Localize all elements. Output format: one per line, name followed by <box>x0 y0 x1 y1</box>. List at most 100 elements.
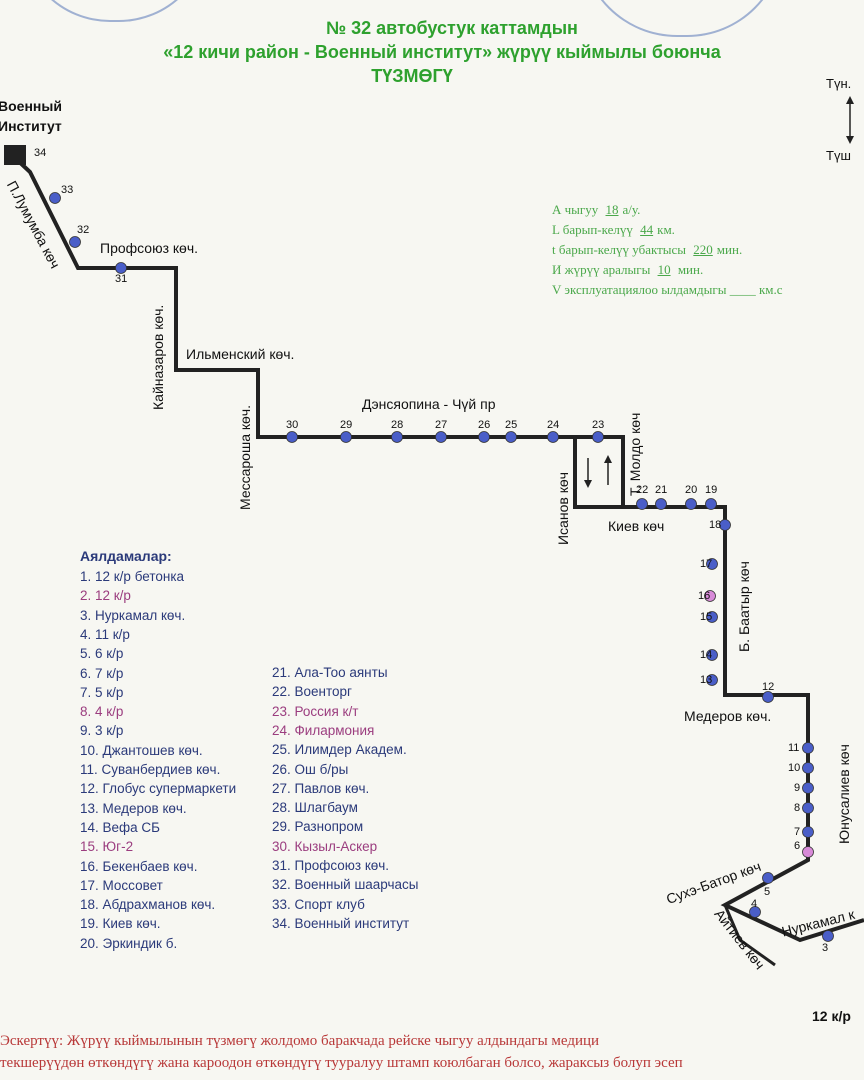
stop-number-label: 31 <box>115 273 128 285</box>
stop-marker <box>822 930 834 942</box>
param-t-label: t барып-келүү убактысы <box>552 242 687 257</box>
stop-number-label: 29 <box>340 419 353 431</box>
title-line-1: № 32 автобустук каттамдын <box>326 18 578 38</box>
stop-number-label: 5 <box>764 886 771 898</box>
param-a-label: А чыгуу <box>552 202 599 217</box>
notice-line-2: текшерүүдөн өткөндүгү жана кароодон өткө… <box>0 1055 683 1071</box>
stop-list-item: 23. Россия к/т <box>272 703 359 719</box>
stop-marker <box>505 431 517 443</box>
stop-list-item: 31. Профсоюз көч. <box>272 858 390 873</box>
stop-marker <box>706 649 718 661</box>
stop-marker <box>340 431 352 443</box>
terminus-square-icon <box>4 145 26 165</box>
stop-number-label: 3 <box>822 942 829 954</box>
stop-number-label: 20 <box>685 484 698 496</box>
stop-list-item: 17. Моссовет <box>80 877 163 893</box>
direction-arrow-down-icon <box>584 458 592 488</box>
stop-marker <box>802 782 814 794</box>
param-i-value: 10 <box>657 262 671 277</box>
stop-number-label: 11 <box>788 742 800 754</box>
stops-list-title: Аялдамалар: <box>80 548 172 564</box>
stop-list-item: 1. 12 к/р бетонка <box>80 569 185 584</box>
stop-marker <box>762 691 774 703</box>
stop-marker <box>802 762 814 774</box>
stop-marker <box>655 498 667 510</box>
stop-number-label: 9 <box>794 782 801 794</box>
param-a-value: 18 <box>605 202 619 217</box>
param-i-label: И жүрүү аралыгы <box>552 262 651 277</box>
stop-number-label: 8 <box>794 802 801 814</box>
stop-number-label: 27 <box>435 419 448 431</box>
stop-marker <box>115 262 127 274</box>
stop-list-item: 30. Кызыл-Аскер <box>272 838 378 854</box>
stop-number-label: 19 <box>705 484 718 496</box>
stop-list-item: 13. Медеров көч. <box>80 800 187 816</box>
stop-marker <box>478 431 490 443</box>
street-ilmen: Ильменский көч. <box>186 346 295 362</box>
stop-list-item: 15. Юг-2 <box>80 839 134 855</box>
stop-list-item: 4. 11 к/р <box>80 626 130 642</box>
stop-number-label: 10 <box>788 762 801 774</box>
stop-list-item: 20. Эркиндик б. <box>80 935 178 951</box>
stop-number-label: 14 <box>700 649 713 661</box>
stop-marker <box>391 431 403 443</box>
stop-list-item: 32. Военный шаарчасы <box>272 877 419 893</box>
stop-list-item: 2. 12 к/р <box>80 588 131 604</box>
stop-number-label: 12 <box>762 681 775 693</box>
stop-number-label: 24 <box>547 419 560 431</box>
stop-marker <box>749 906 761 918</box>
stop-number-label: 18 <box>709 519 722 531</box>
param-t-value: 220 <box>693 242 713 257</box>
stop-list-item: 16. Бекенбаев көч. <box>80 858 198 874</box>
stop-number-label: 17 <box>700 558 713 570</box>
terminus-label-2: Институт <box>0 118 62 134</box>
street-kiev: Киев көч <box>608 518 665 534</box>
stop-list-item: 14. Вефа СБ <box>80 819 161 835</box>
stop-list-item: 27. Павлов көч. <box>272 780 370 796</box>
stop-list-item: 6. 7 к/р <box>80 665 124 681</box>
route-branch-aitiev <box>723 904 776 967</box>
stop-marker <box>719 519 731 531</box>
stop-list-item: 18. Абдрахманов көч. <box>80 897 216 913</box>
stop-number-label: 21 <box>655 484 668 496</box>
stop-marker <box>592 431 604 443</box>
street-mederov: Медеров көч. <box>684 708 772 724</box>
stop-marker <box>69 236 81 248</box>
stop-list-item: 3. Нуркамал көч. <box>80 607 186 623</box>
stop-number-label: 28 <box>391 419 404 431</box>
stop-marker <box>49 192 61 204</box>
param-t-unit: мин. <box>716 242 743 257</box>
stop-list-item: 24. Филармония <box>272 722 375 738</box>
stop-marker <box>685 498 697 510</box>
stop-marker <box>802 846 814 858</box>
stop-list-item: 19. Киев көч. <box>80 916 161 932</box>
stop-marker <box>706 558 718 570</box>
param-l-unit: км. <box>657 222 675 237</box>
param-l-label: L барып-келүү <box>552 222 633 237</box>
stop-number-label: 22 <box>636 484 649 496</box>
stop-number-label: 26 <box>478 419 491 431</box>
stop-number-label: 6 <box>794 840 801 852</box>
stop-number-label: 33 <box>61 184 74 196</box>
stop-number-label: 34 <box>34 147 47 159</box>
stop-list-item: 11. Суванбердиев көч. <box>80 762 221 777</box>
title-line-3: ТҮЗМӨГҮ <box>371 66 453 86</box>
stop-number-label: 30 <box>286 419 299 431</box>
street-messarosh: Мессароша көч. <box>237 405 253 510</box>
stop-list-item: 25. Илимдер Академ. <box>272 742 407 758</box>
stop-list-item: 26. Ош б/ры <box>272 761 349 777</box>
stop-marker <box>762 872 774 884</box>
notice-line-1: Эскертүү: Жүрүү кыймылынын түзмөгү жолдо… <box>0 1033 600 1049</box>
stop-number-label: 7 <box>794 826 801 838</box>
notice: Эскертүү: Жүрүү кыймылынын түзмөгү жолдо… <box>0 1030 864 1074</box>
title-line-2: «12 кичи район - Военный институт» жүрүү… <box>163 42 721 62</box>
street-yunusaliev: Юнусалиев көч <box>836 744 852 844</box>
stop-number-label: 23 <box>592 419 605 431</box>
direction-arrow-up-icon <box>604 455 612 485</box>
stop-list-item: 7. 5 к/р <box>80 684 124 700</box>
stop-number-label: 15 <box>700 611 713 623</box>
stop-list-item: 12. Глобус супермаркети <box>80 781 237 797</box>
stop-list-item: 5. 6 к/р <box>80 646 124 662</box>
param-v-unit: км.с <box>758 282 783 297</box>
